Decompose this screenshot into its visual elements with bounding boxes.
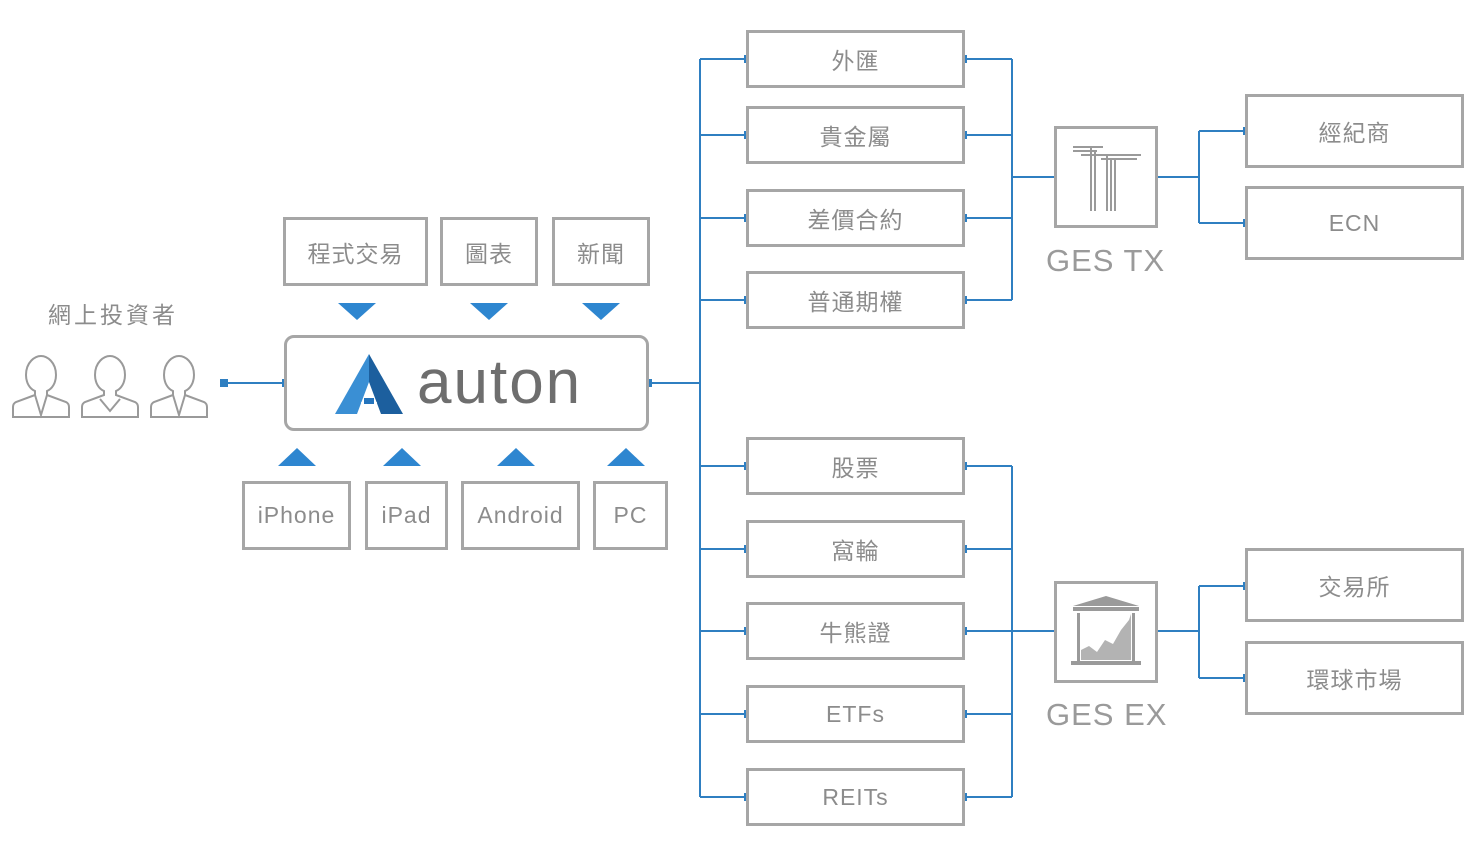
feature-box-news[interactable]: 新聞 [552,217,650,286]
feature-box-charts[interactable]: 圖表 [440,217,538,286]
ges-ex-box[interactable] [1054,581,1158,683]
product-box-options[interactable]: 普通期權 [746,271,965,329]
product-box-cbbc[interactable]: 牛熊證 [746,602,965,660]
investor-figure-icon [150,354,208,419]
connector-node [220,379,228,387]
ges-tx-logo-icon [1073,146,1141,211]
destination-box-ecn[interactable]: ECN [1245,186,1464,260]
destination-box-brokers[interactable]: 經紀商 [1245,94,1464,168]
product-box-forex[interactable]: 外匯 [746,30,965,88]
auton-logo-icon [335,354,403,414]
platform-box-iphone[interactable]: iPhone [242,481,351,550]
auton-platform-box[interactable]: auton [284,335,649,431]
ges-ex-label: GES EX [1046,697,1168,732]
destination-box-global-markets[interactable]: 環球市場 [1245,641,1464,715]
investor-icons [12,354,208,419]
connector-lines [224,58,1247,798]
product-box-cfd[interactable]: 差價合約 [746,189,965,247]
destination-box-exchanges[interactable]: 交易所 [1245,548,1464,622]
product-box-reits[interactable]: REITs [746,768,965,826]
investor-figure-icon [12,354,70,419]
auton-logo-wordmark: auton [417,348,583,417]
ges-ex-logo-icon [1071,596,1141,665]
platform-box-android[interactable]: Android [461,481,580,550]
product-box-warrants[interactable]: 窩輪 [746,520,965,578]
platform-box-pc[interactable]: PC [593,481,668,550]
platform-arrows [278,448,645,466]
product-box-precious-metals[interactable]: 貴金屬 [746,106,965,164]
product-box-stocks[interactable]: 股票 [746,437,965,495]
platform-box-ipad[interactable]: iPad [365,481,448,550]
investors-label: 網上投資者 [48,303,178,329]
feature-box-algo-trading[interactable]: 程式交易 [283,217,428,286]
ges-tx-label: GES TX [1046,243,1166,278]
ges-tx-box[interactable] [1054,126,1158,228]
feature-arrows [338,303,620,320]
investor-figure-icon [81,354,139,418]
product-box-etfs[interactable]: ETFs [746,685,965,743]
